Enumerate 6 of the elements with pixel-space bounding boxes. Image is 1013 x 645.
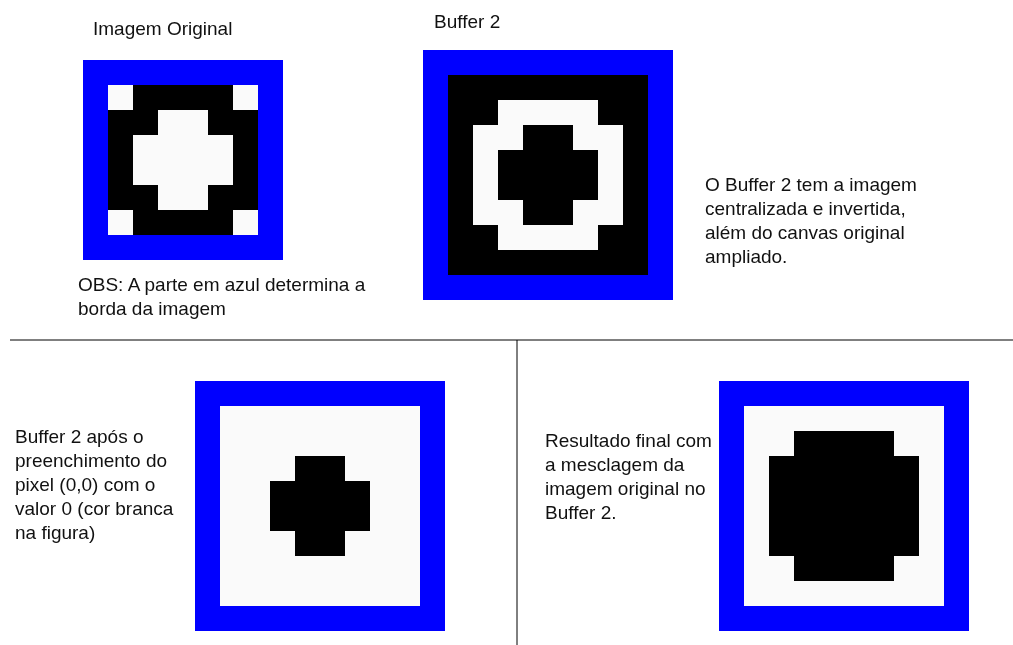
text-label: Buffer 2 após o preenchimento do pixel (0,0) com o valor 0 (cor branca na figura) [15,426,174,543]
text-label: OBS: A parte em azul determina a borda da imagem [78,274,366,319]
text-label: Imagem Original [93,18,233,39]
text-label: Resultado final com a mesclagem da imagem original no Buffer 2. [545,430,712,523]
text-label: Buffer 2 [434,11,501,32]
text-label: O Buffer 2 tem a imagem centralizada e invertida, além do canvas original ampliado. [705,174,917,267]
